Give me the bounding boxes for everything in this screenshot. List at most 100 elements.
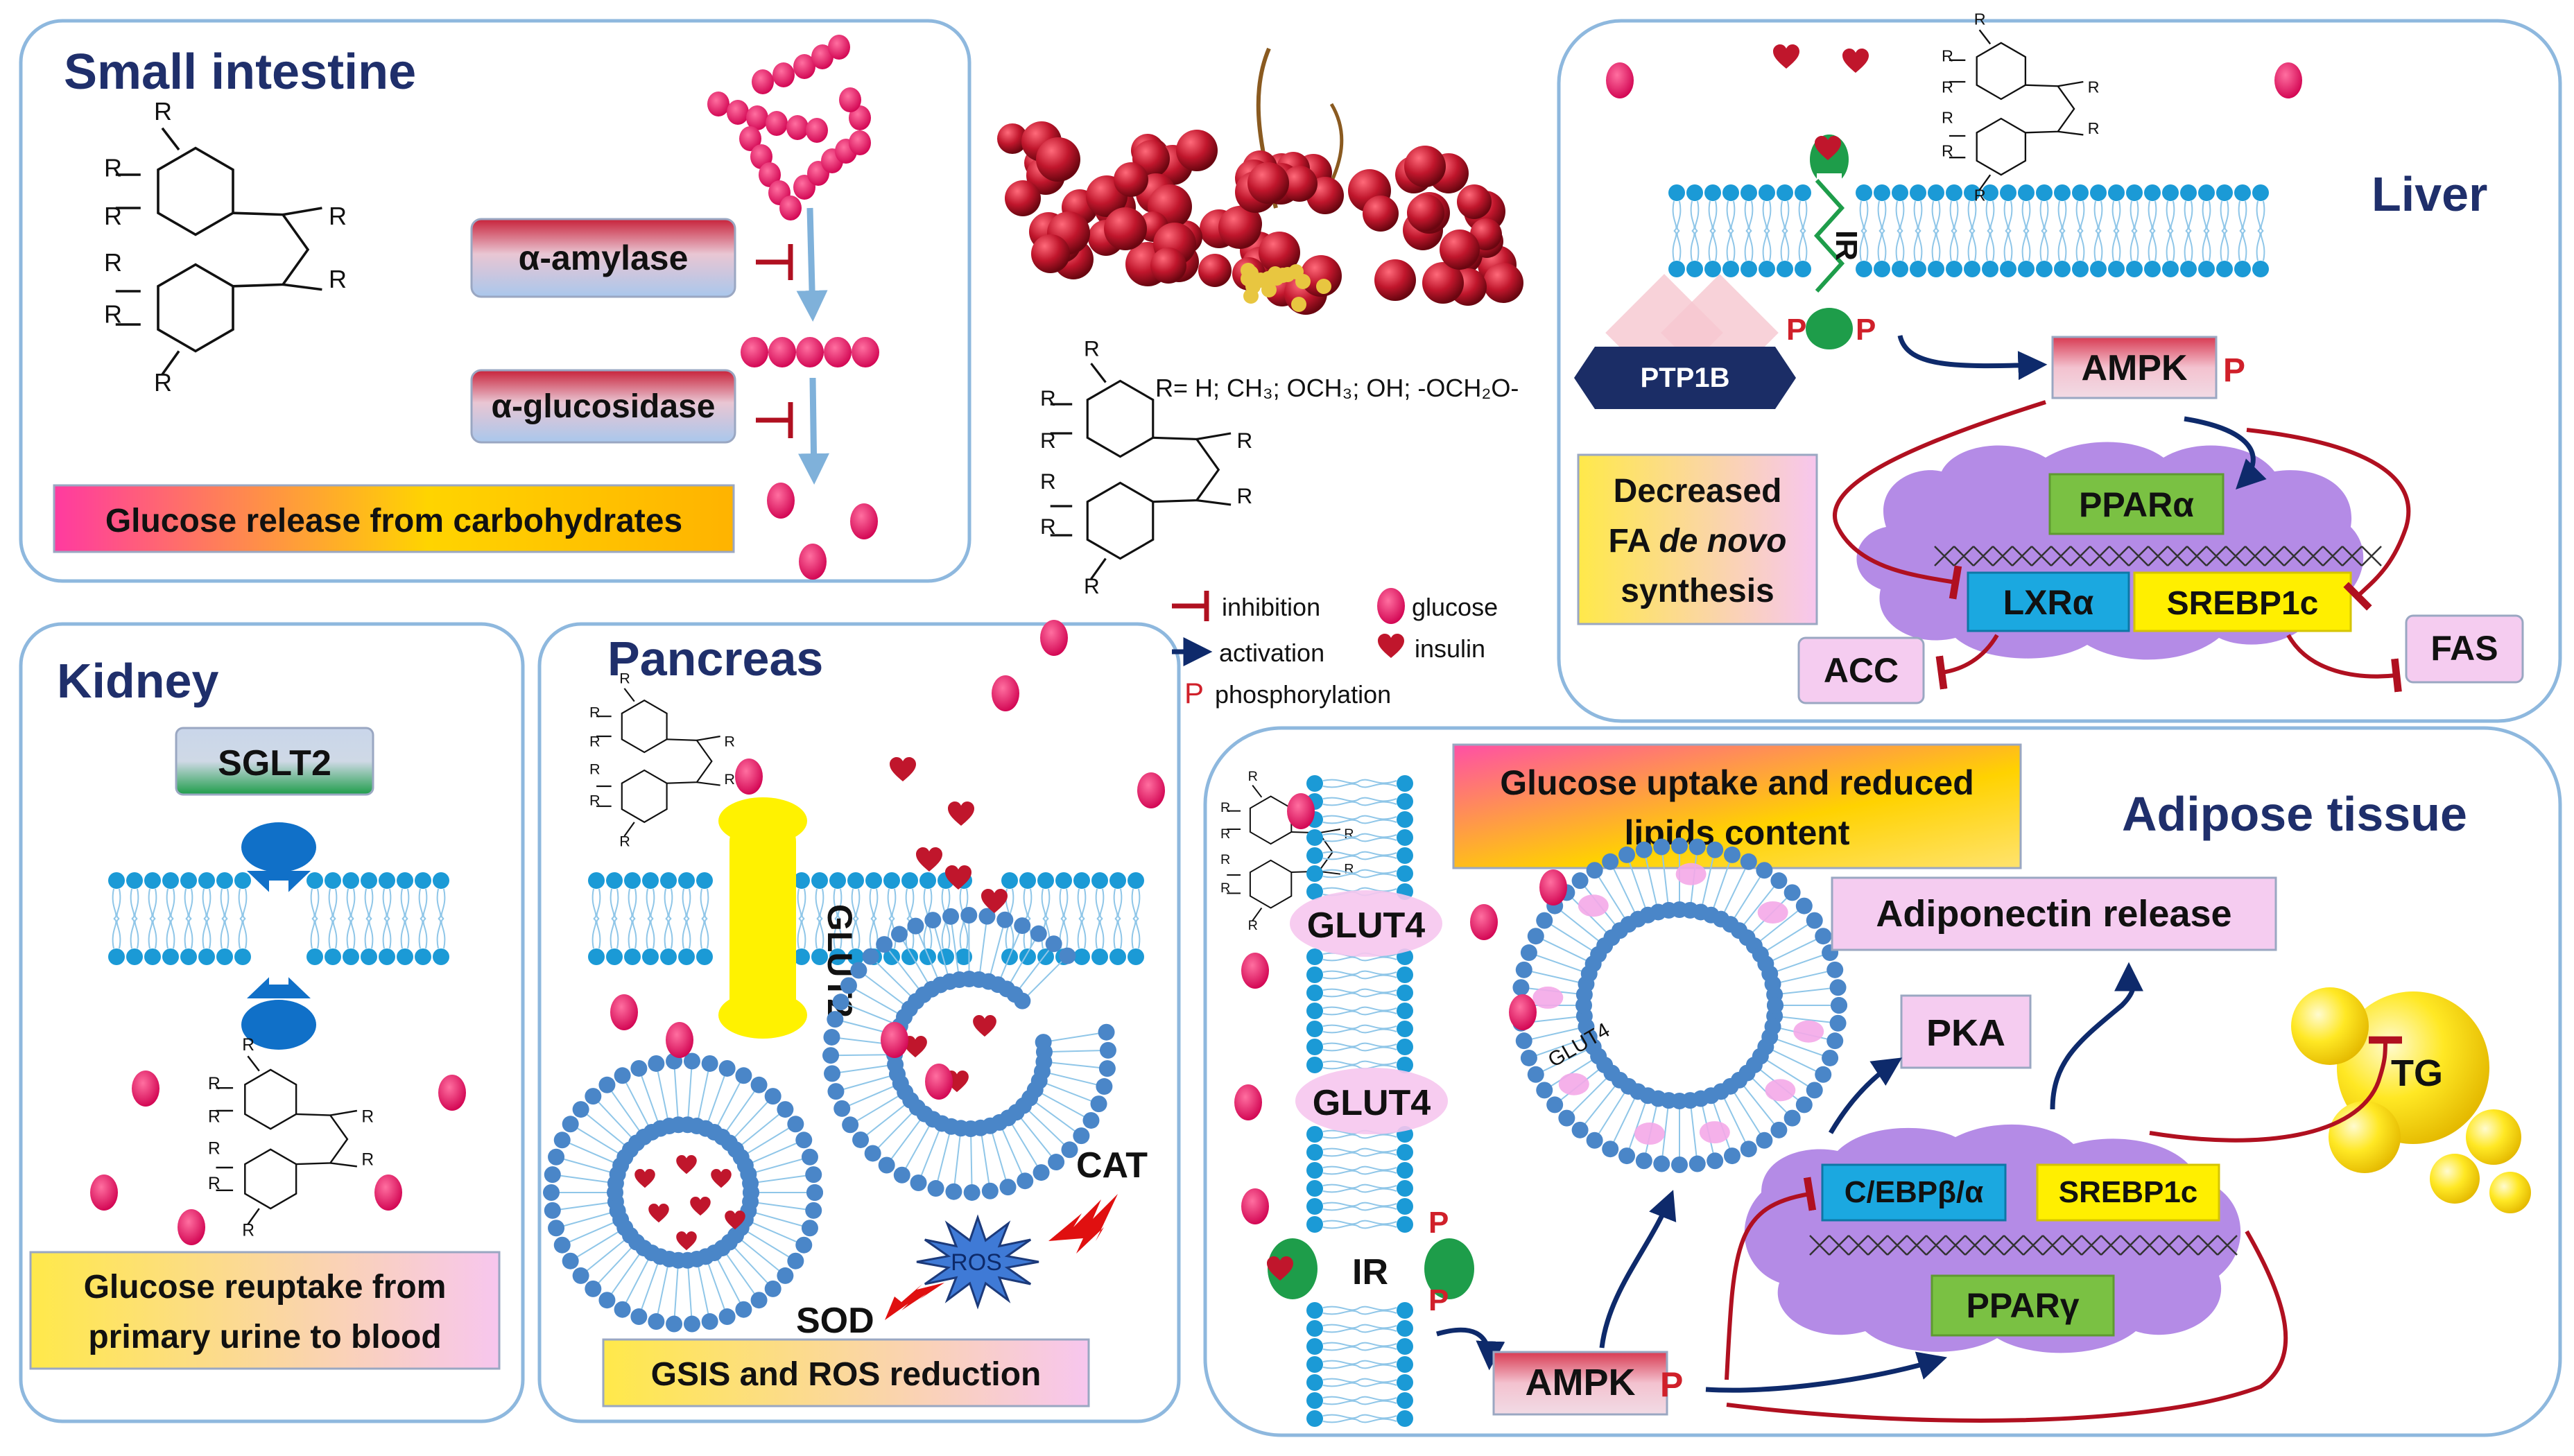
liver-ppara-box: PPARα bbox=[2048, 473, 2225, 535]
svg-text:R: R bbox=[589, 704, 601, 721]
svg-text:R: R bbox=[1220, 826, 1230, 842]
panel-small-intestine bbox=[19, 19, 971, 583]
glut2-transporter: GLUT2 bbox=[718, 797, 859, 1039]
svg-text:R: R bbox=[619, 832, 630, 849]
svg-text:R: R bbox=[104, 153, 122, 182]
svg-text:R: R bbox=[154, 97, 172, 125]
liver-ppara-label: PPARα bbox=[2079, 485, 2194, 524]
kidney-note: Glucose reuptake from primary urine to b… bbox=[29, 1251, 501, 1370]
digestion-arrow-1 bbox=[796, 207, 828, 322]
sglt2-box: SGLT2 bbox=[175, 727, 374, 796]
glut4-label-bottom: GLUT4 bbox=[1313, 1083, 1431, 1123]
svg-text:R: R bbox=[1942, 108, 1953, 126]
liver-ampk-box: AMPK P bbox=[2051, 336, 2245, 399]
liver-title: Liver bbox=[2372, 167, 2487, 221]
adipose-ampk-label: AMPK bbox=[1526, 1362, 1636, 1403]
legend-insulin-symbol bbox=[1378, 634, 1404, 658]
liver-note-fa: FA bbox=[1609, 523, 1659, 560]
legend-inhibition: inhibition bbox=[1222, 593, 1320, 621]
insulin-secreting-vesicle bbox=[822, 907, 1116, 1201]
liver-fas-label: FAS bbox=[2430, 629, 2498, 668]
svg-text:R: R bbox=[1237, 428, 1253, 453]
pka-box: PKA bbox=[1900, 994, 2032, 1069]
glucose-release-text: Glucose release from carbohydrates bbox=[105, 503, 682, 539]
ir-to-ampk-adipose bbox=[1436, 1327, 1505, 1371]
small-intestine-title: Small intestine bbox=[64, 44, 416, 100]
liver-lxra-label: LXRα bbox=[2003, 583, 2094, 622]
svg-text:R: R bbox=[2088, 119, 2100, 137]
adipose-dna bbox=[1809, 1235, 2238, 1256]
glut4-storage-vesicle bbox=[1512, 838, 1847, 1173]
svg-text:R: R bbox=[619, 670, 630, 687]
schisandra-berries-image bbox=[997, 47, 1523, 315]
svg-text:R: R bbox=[1040, 385, 1056, 410]
svg-text:R: R bbox=[242, 1036, 254, 1055]
ampk-inhibits-lxra bbox=[1832, 400, 2046, 600]
adipose-insulin-receptor: IR P P bbox=[1267, 1206, 1474, 1317]
cebp-box: C/EBPβ/α bbox=[1821, 1163, 2007, 1222]
svg-text:R: R bbox=[1942, 46, 1953, 64]
ampk-to-ppara-arrow bbox=[2184, 416, 2267, 489]
svg-text:R: R bbox=[1220, 881, 1230, 896]
svg-text:R: R bbox=[1084, 573, 1100, 598]
svg-text:R: R bbox=[329, 202, 347, 230]
svg-text:R: R bbox=[361, 1151, 374, 1170]
liver-ir-phospho-right: P bbox=[1856, 313, 1876, 347]
liver-ir-phospho-left: P bbox=[1786, 313, 1806, 347]
pancreas-note: GSIS and ROS reduction bbox=[602, 1338, 1090, 1407]
glucose-molecules bbox=[90, 62, 2302, 1245]
liver-fas-box: FAS bbox=[2405, 614, 2524, 684]
legend-phospho-symbol: P bbox=[1184, 677, 1204, 709]
amylase-box: α-amylase bbox=[470, 218, 736, 298]
srebp1c-to-fas bbox=[2286, 634, 2402, 693]
liver-membrane bbox=[1668, 184, 2269, 277]
svg-text:R: R bbox=[208, 1107, 221, 1126]
adipose-note: Glucose uptake and reduced lipids conten… bbox=[1452, 743, 2022, 869]
cebp-label: C/EBPβ/α bbox=[1845, 1175, 1984, 1209]
glucose-release-note: Glucose release from carbohydrates bbox=[53, 484, 735, 553]
insulin-granule-vesicle bbox=[543, 1052, 823, 1333]
adiponectin-box: Adiponectin release bbox=[1831, 876, 2277, 951]
glucosidase-label: α-glucosidase bbox=[492, 388, 716, 425]
liver-ampk-phospho: P bbox=[2223, 352, 2245, 389]
pka-to-adiponectin-arrow bbox=[2050, 962, 2144, 1110]
liver-fa-note: Decreased FA de novo synthesis bbox=[1577, 453, 1818, 625]
ros-node: ROS bbox=[916, 1214, 1039, 1310]
kidney-note-line2: primary urine to blood bbox=[88, 1319, 441, 1355]
cat-label: CAT bbox=[1076, 1145, 1148, 1186]
amylase-label: α-amylase bbox=[519, 239, 689, 277]
glucosidase-box: α-glucosidase bbox=[470, 369, 736, 444]
svg-text:R: R bbox=[329, 265, 347, 293]
kidney-note-line1: Glucose reuptake from bbox=[84, 1269, 447, 1306]
adipose-ir-phospho-top: P bbox=[1428, 1206, 1449, 1240]
liver-note-line1: Decreased bbox=[1614, 473, 1782, 510]
liver-srebp1c-label: SREBP1c bbox=[2167, 585, 2319, 622]
legend-inhibition-symbol bbox=[1172, 591, 1209, 621]
adipose-title: Adipose tissue bbox=[2122, 787, 2467, 841]
ampk-to-vesicle-arrow bbox=[1599, 1190, 1677, 1349]
liver-insulin-receptor: IR P P bbox=[1786, 135, 1876, 349]
legend-phosphorylation: phosphorylation bbox=[1215, 680, 1391, 709]
svg-text:R: R bbox=[1237, 483, 1253, 508]
svg-text:R: R bbox=[1974, 10, 1986, 28]
lxra-to-acc bbox=[1935, 634, 1999, 690]
liver-note-denovo: de novo bbox=[1659, 523, 1786, 560]
svg-text:R: R bbox=[589, 761, 601, 778]
svg-text:R: R bbox=[361, 1107, 374, 1126]
starch-chain bbox=[707, 35, 879, 367]
svg-text:R: R bbox=[724, 770, 735, 788]
ampk-inhibits-srebp1c-adipose bbox=[1726, 1230, 2288, 1423]
inhibition-glucosidase bbox=[756, 402, 793, 438]
tg-label: TG bbox=[2391, 1052, 2443, 1094]
svg-text:R: R bbox=[1220, 852, 1230, 867]
liver-srebp1c-box: SREBP1c bbox=[2133, 571, 2352, 632]
ampk-inhibits-cebp bbox=[1725, 1177, 1817, 1380]
svg-text:R: R bbox=[208, 1075, 221, 1093]
ptp1b-label: PTP1B bbox=[1641, 363, 1730, 393]
svg-text:R: R bbox=[104, 202, 122, 230]
adiponectin-label: Adiponectin release bbox=[1876, 893, 2231, 935]
adipose-srebp1c-label: SREBP1c bbox=[2059, 1175, 2198, 1209]
